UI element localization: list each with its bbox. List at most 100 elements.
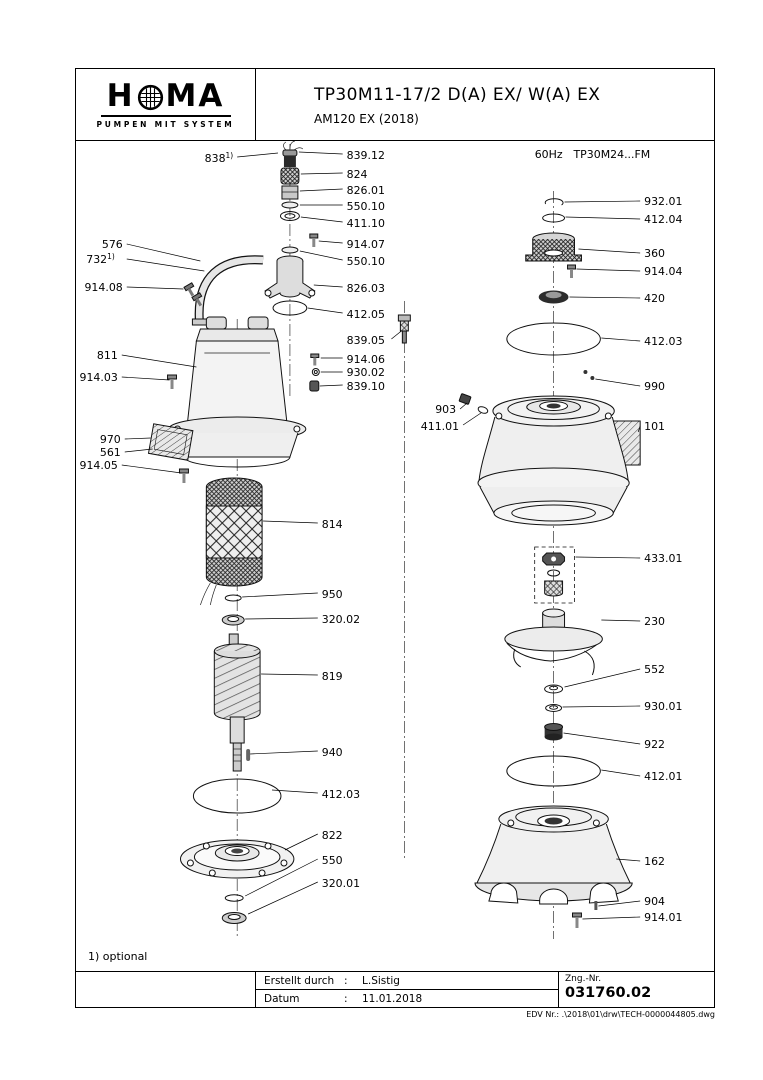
drawing-number-label: Zng.-Nr. xyxy=(565,974,602,984)
leader-line-814 xyxy=(263,520,318,524)
leader-line-839.05 xyxy=(391,330,402,340)
title-cell: TP30M11-17/2 D(A) EX/ W(A) EX AM120 EX (… xyxy=(256,69,714,140)
homa-logo-text: H MA xyxy=(106,77,225,114)
part-label-822: 822 xyxy=(322,829,343,842)
part-label-576: 576 xyxy=(102,238,123,251)
part-360-bearing-cover xyxy=(525,232,582,262)
part-930-02-washer xyxy=(311,368,320,376)
leader-line-411.01 xyxy=(462,412,482,426)
leader-line-932.01 xyxy=(564,200,641,203)
part-914-03-screw xyxy=(167,374,177,389)
part-576-handle xyxy=(191,255,264,326)
leader-line-819 xyxy=(261,673,318,676)
leader-line-433.01 xyxy=(575,556,641,559)
leader-line-990 xyxy=(595,378,641,387)
part-826-01-gland xyxy=(281,185,299,200)
part-904-pin xyxy=(594,901,598,910)
leader-line-360 xyxy=(578,248,641,254)
logo-letter-h: H xyxy=(106,77,135,114)
part-412-03-oring-left xyxy=(192,778,282,814)
part-930-01-washer xyxy=(545,704,563,712)
part-label-320.02: 320.02 xyxy=(322,613,360,626)
part-label-550.10: 550.10 xyxy=(347,200,385,213)
part-label-914.07: 914.07 xyxy=(347,238,385,251)
part-label-552: 552 xyxy=(644,663,665,676)
part-822-bearing-plate xyxy=(179,839,295,879)
part-label-940: 940 xyxy=(322,746,343,759)
part-412-05-oring xyxy=(272,300,308,316)
part-label-412.05: 412.05 xyxy=(347,308,385,321)
footer-empty-cell xyxy=(76,972,256,1007)
leader-line-824 xyxy=(300,172,343,175)
leader-line-811 xyxy=(121,354,197,368)
part-839-10-plug xyxy=(309,380,320,392)
part-label-420: 420 xyxy=(644,292,665,305)
part-914-08-screws xyxy=(183,282,203,307)
leader-line-412.01 xyxy=(601,769,641,777)
part-label-101: 101 xyxy=(644,420,665,433)
part-label-838: 8381) xyxy=(205,151,234,165)
part-903-plug xyxy=(458,393,472,405)
leader-line-914.08 xyxy=(126,286,184,290)
leader-line-822 xyxy=(284,833,318,851)
leader-line-412.05 xyxy=(307,307,343,314)
exploded-parts-drawing: 60HzTP30M24...FM8381)839.12824826.01550.… xyxy=(79,141,682,939)
title-block-header: H MA PUMPEN MIT SYSTEM TP30M11-17/2 D(A)… xyxy=(76,69,714,141)
leader-line-420 xyxy=(569,296,641,299)
part-552-washer xyxy=(544,684,564,694)
left-assembly xyxy=(147,141,411,924)
leader-line-550 xyxy=(244,858,318,897)
part-label-839.10: 839.10 xyxy=(347,380,385,393)
part-990-drops xyxy=(583,370,595,380)
part-label-914.03: 914.03 xyxy=(79,371,117,384)
leader-line-576 xyxy=(126,243,201,262)
created-by-label: Erstellt durch xyxy=(264,974,335,987)
title-block-footer: Erstellt durch : L.Sistig Datum : 11.01.… xyxy=(76,971,714,1007)
leader-line-922 xyxy=(563,732,641,745)
leader-line-950 xyxy=(242,592,318,598)
created-by-separator: : xyxy=(344,974,348,987)
leader-line-411.10 xyxy=(300,216,343,223)
part-label-824: 824 xyxy=(347,168,368,181)
footnote: 1) optional xyxy=(88,950,148,963)
part-label-914.05: 914.05 xyxy=(79,459,117,472)
part-label-839.05: 839.05 xyxy=(347,334,385,347)
logo-letters-ma: MA xyxy=(165,77,225,114)
leader-line-101 xyxy=(637,425,641,433)
leader-line-914.07 xyxy=(318,240,343,244)
leader-line-320.01 xyxy=(247,881,318,915)
date-separator: : xyxy=(344,992,348,1005)
leader-line-914.04 xyxy=(576,268,641,272)
part-320-01-bearing xyxy=(221,912,247,924)
part-label-230: 230 xyxy=(644,615,665,628)
part-label-811: 811 xyxy=(97,349,118,362)
part-label-433.01: 433.01 xyxy=(644,552,682,565)
part-550-10-washer-b xyxy=(281,246,299,254)
leader-line-162 xyxy=(616,858,641,862)
leader-line-914.01 xyxy=(582,916,641,920)
part-940-key xyxy=(246,749,251,761)
part-label-412.04: 412.04 xyxy=(644,213,682,226)
part-922-nut xyxy=(544,723,564,741)
leader-line-904 xyxy=(598,900,641,907)
part-411-10-oring xyxy=(279,211,300,221)
part-824-sleeve xyxy=(280,167,300,185)
part-label-922: 922 xyxy=(644,738,665,751)
leader-line-839.12 xyxy=(298,151,343,155)
leader-line-839.10 xyxy=(319,384,343,387)
part-label-904: 904 xyxy=(644,895,665,908)
part-914-06-screw xyxy=(310,353,320,366)
part-label-412.03: 412.03 xyxy=(644,335,682,348)
date-row: Datum : 11.01.2018 xyxy=(256,990,558,1007)
part-914-04-screw xyxy=(567,264,576,278)
part-label-162: 162 xyxy=(644,855,665,868)
part-230-impeller xyxy=(504,608,603,676)
part-932-01-circlip xyxy=(544,198,564,206)
footer-info-cell: Erstellt durch : L.Sistig Datum : 11.01.… xyxy=(256,972,559,1007)
part-label-561: 561 xyxy=(100,446,121,459)
created-by-row: Erstellt durch : L.Sistig xyxy=(256,972,558,990)
leader-line-230 xyxy=(601,619,641,622)
part-label-550.10: 550.10 xyxy=(347,255,385,268)
part-label-930.01: 930.01 xyxy=(644,700,682,713)
part-label-TP30M24...FM: TP30M24...FM xyxy=(573,148,651,161)
